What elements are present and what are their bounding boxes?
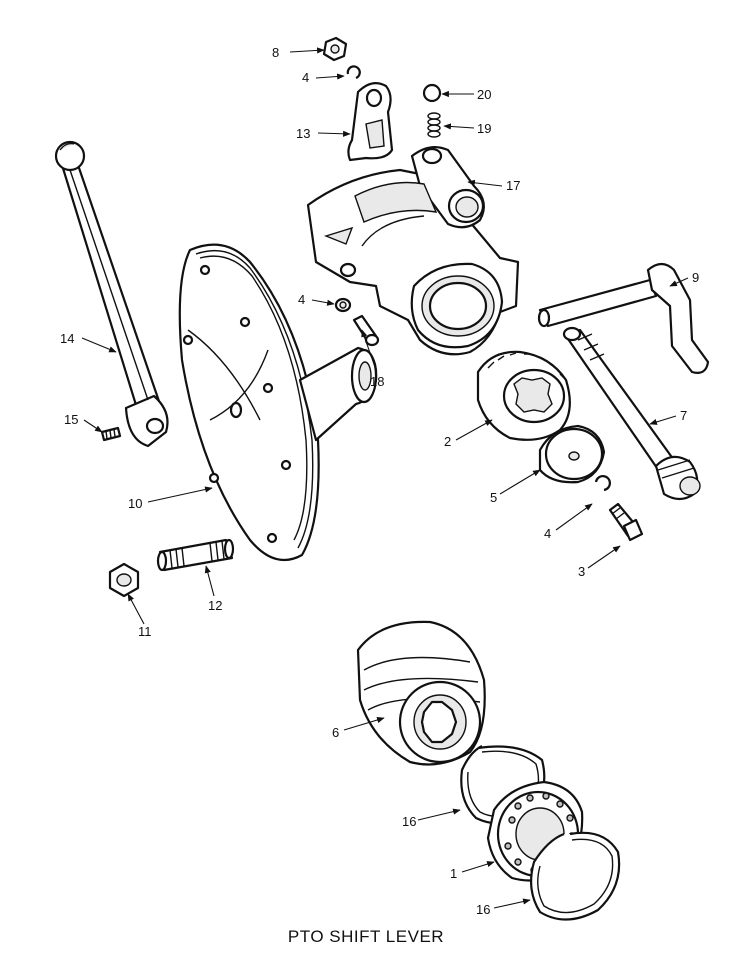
leader-16-upper bbox=[417, 808, 461, 821]
part-19-spring bbox=[427, 112, 441, 138]
leader-4-middle bbox=[311, 299, 335, 306]
leader-19 bbox=[443, 123, 475, 130]
callout-labels: 8 4 13 20 19 17 9 4 18 14 15 2 7 5 4 3 1… bbox=[60, 45, 699, 917]
callout-16-upper: 16 bbox=[402, 814, 416, 829]
part-2-splined-gear bbox=[476, 350, 571, 441]
callout-16-lower: 16 bbox=[476, 902, 490, 917]
leader-9 bbox=[669, 277, 689, 287]
leader-18 bbox=[361, 329, 377, 371]
part-13-shift-arm bbox=[347, 81, 394, 162]
part-7-splined-shaft bbox=[562, 326, 701, 501]
part-14-shift-lever bbox=[54, 140, 169, 448]
leader-16-lower bbox=[493, 898, 531, 909]
leader-17 bbox=[467, 179, 503, 187]
leader-3 bbox=[587, 545, 621, 569]
leader-1 bbox=[461, 861, 495, 873]
callout-18: 18 bbox=[370, 374, 384, 389]
callout-7: 7 bbox=[680, 408, 687, 423]
leader-5 bbox=[499, 469, 541, 495]
leader-4-top bbox=[315, 73, 345, 80]
callout-12: 12 bbox=[208, 598, 222, 613]
leader-15 bbox=[83, 419, 103, 433]
callout-13: 13 bbox=[296, 126, 310, 141]
part-15-set-screw bbox=[100, 426, 122, 442]
callout-20: 20 bbox=[477, 87, 491, 102]
part-16-snap-ring-lower bbox=[529, 831, 621, 921]
leader-7 bbox=[649, 415, 677, 425]
callout-1: 1 bbox=[450, 866, 457, 881]
diagram-caption: PTO SHIFT LEVER bbox=[288, 927, 444, 946]
callout-15: 15 bbox=[64, 412, 78, 427]
part-11-nut bbox=[108, 562, 140, 598]
part-6-coupling-sleeve bbox=[356, 620, 486, 766]
callout-2: 2 bbox=[444, 434, 451, 449]
part-3-bolt bbox=[608, 502, 644, 542]
part-20-retaining-ring bbox=[422, 83, 442, 103]
leader-8 bbox=[289, 47, 325, 54]
leader-4-lower bbox=[555, 503, 593, 531]
callout-4-top: 4 bbox=[302, 70, 309, 85]
callout-5: 5 bbox=[490, 490, 497, 505]
callout-8: 8 bbox=[272, 45, 279, 60]
leader-14 bbox=[81, 337, 117, 353]
callout-11: 11 bbox=[138, 624, 152, 639]
callout-6: 6 bbox=[332, 725, 339, 740]
part-5-washer bbox=[538, 424, 606, 484]
callout-17: 17 bbox=[506, 178, 520, 193]
leader-2 bbox=[455, 419, 493, 441]
leader-11 bbox=[127, 593, 145, 625]
leader-10 bbox=[147, 486, 213, 503]
part-4-snap-ring-lower bbox=[594, 475, 611, 492]
leader-lines bbox=[81, 47, 689, 909]
part-10-cover-plate bbox=[178, 243, 378, 562]
leader-13 bbox=[317, 130, 351, 137]
callout-3: 3 bbox=[578, 564, 585, 579]
part-8-nut bbox=[322, 36, 348, 62]
callout-9: 9 bbox=[692, 270, 699, 285]
part-4-snap-ring-middle bbox=[334, 297, 352, 313]
callout-19: 19 bbox=[477, 121, 491, 136]
callout-10: 10 bbox=[128, 496, 142, 511]
callout-4-lower: 4 bbox=[544, 526, 551, 541]
leader-6 bbox=[343, 717, 385, 731]
part-4-snap-ring-top bbox=[346, 65, 361, 80]
callout-4-middle: 4 bbox=[298, 292, 305, 307]
callout-14: 14 bbox=[60, 331, 74, 346]
part-9-crank-shaft bbox=[537, 262, 710, 374]
part-12-stud bbox=[156, 538, 235, 572]
part-17-shift-housing bbox=[306, 145, 520, 356]
leader-12 bbox=[204, 565, 215, 597]
